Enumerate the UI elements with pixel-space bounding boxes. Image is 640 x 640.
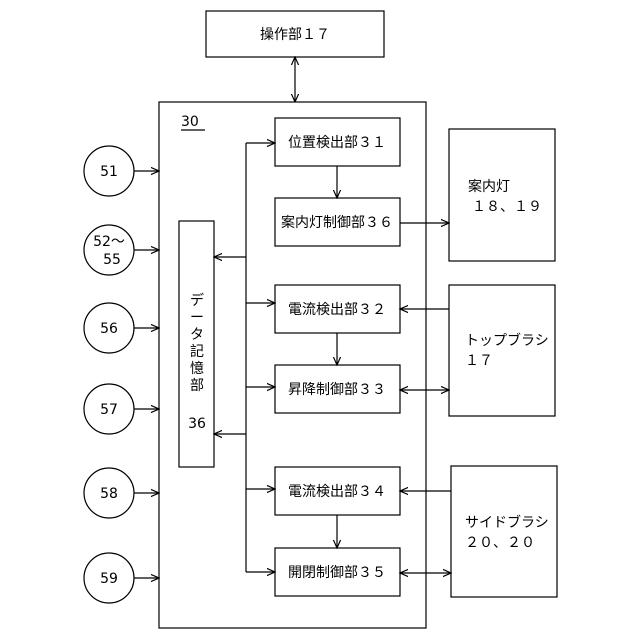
sensor-58-label: 58 xyxy=(100,486,118,502)
operation-unit-label: 操作部１７ xyxy=(260,27,330,43)
top-brush-number: １７ xyxy=(465,353,493,369)
sensor-59-label: 59 xyxy=(100,571,118,587)
data-storage-char: ー xyxy=(190,310,204,326)
sensor-52-55-label-bottom: 55 xyxy=(103,252,121,268)
side-brush-numbers: ２０、２０ xyxy=(465,535,535,551)
lift-control-label: 昇降制御部３３ xyxy=(288,382,386,398)
sensor-56-label: 56 xyxy=(100,321,118,337)
side-brush-box xyxy=(451,466,557,597)
top-brush-box xyxy=(449,285,555,416)
position-detector-label: 位置検出部３１ xyxy=(288,135,386,151)
controller-ref-label: 30 xyxy=(181,114,199,130)
sensor-57-label: 57 xyxy=(100,402,118,418)
current-detector-2-label: 電流検出部３４ xyxy=(288,484,386,500)
guide-light-box xyxy=(449,129,555,261)
sensor-52-55-label-top: 52〜 xyxy=(93,234,125,250)
data-storage-number: 36 xyxy=(188,416,206,432)
guide-light-numbers: １８、１９ xyxy=(472,199,542,215)
sensor-51-label: 51 xyxy=(100,164,118,180)
data-storage-char: タ xyxy=(190,327,204,343)
data-storage-char: 記 xyxy=(190,343,204,360)
side-brush-title: サイドブラシ xyxy=(465,514,549,531)
data-storage-char: 憶 xyxy=(190,361,204,377)
data-storage-char: 部 xyxy=(190,378,204,394)
guide-light-control-label: 案内灯制御部３６ xyxy=(281,214,393,231)
guide-light-title: 案内灯 xyxy=(468,178,510,195)
open-close-control-label: 開閉制御部３５ xyxy=(288,565,386,581)
data-storage-char: デ xyxy=(190,292,204,309)
top-brush-title: トップブラシ xyxy=(465,332,549,349)
current-detector-1-label: 電流検出部３２ xyxy=(288,302,386,318)
